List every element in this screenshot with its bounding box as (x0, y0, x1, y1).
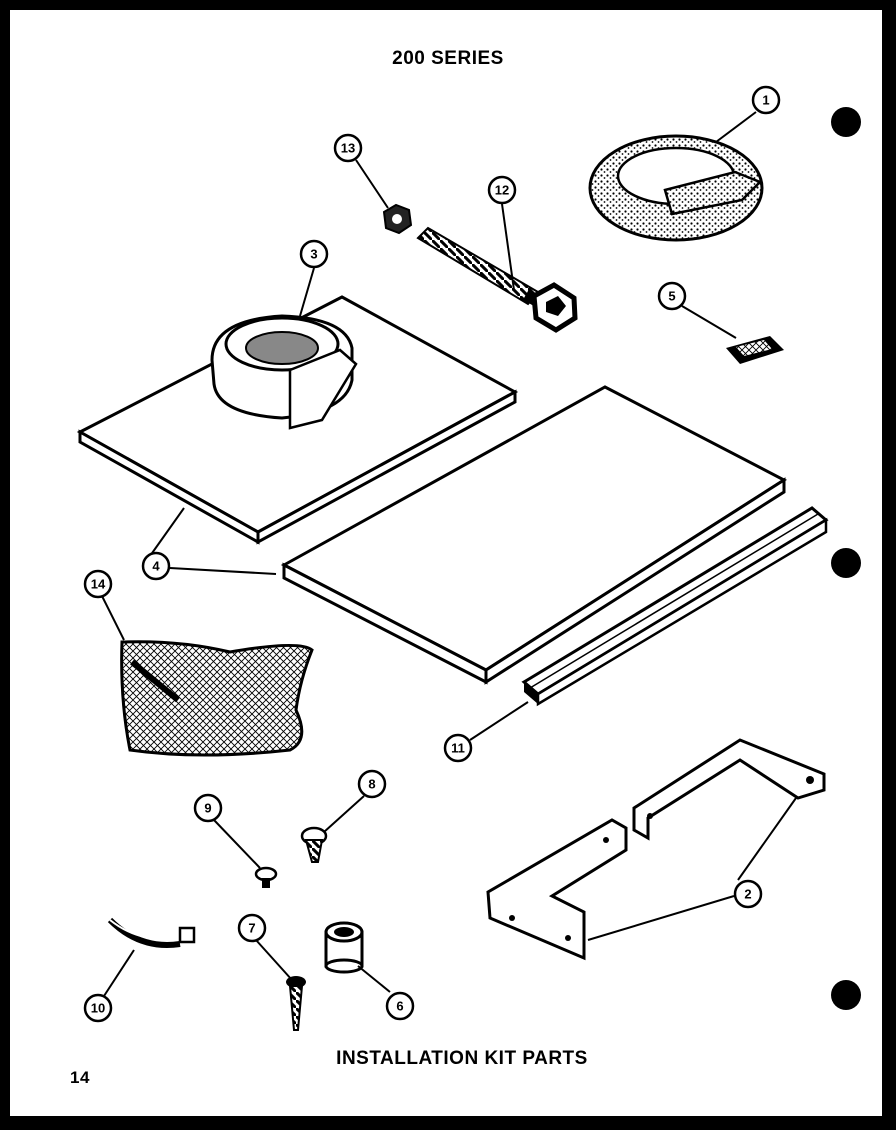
callout-label: 14 (91, 577, 106, 592)
callout-13: 13 (333, 133, 363, 163)
part-hex-nut (382, 203, 413, 235)
callout-7: 7 (237, 913, 267, 943)
registration-dot-bottom (831, 980, 861, 1010)
part-foam-seal-coil (210, 314, 358, 430)
callout-label: 3 (310, 247, 317, 262)
callout-label: 12 (495, 183, 509, 198)
callout-label: 13 (341, 141, 355, 156)
part-mesh-bag (120, 640, 314, 757)
part-spacer-sleeve (324, 921, 364, 974)
callout-11: 11 (443, 733, 473, 763)
callout-label: 7 (248, 921, 255, 936)
callout-9: 9 (193, 793, 223, 823)
registration-dot-top (831, 107, 861, 137)
callout-6: 6 (385, 991, 415, 1021)
part-bolt (416, 226, 578, 333)
part-filler-panel-right (280, 385, 787, 685)
part-foam-seal-roll (588, 134, 764, 242)
callout-5: 5 (657, 281, 687, 311)
callout-4: 4 (141, 551, 171, 581)
part-wood-screw (286, 976, 306, 1031)
callout-label: 4 (152, 559, 160, 574)
callout-8: 8 (357, 769, 387, 799)
callout-label: 8 (368, 777, 375, 792)
part-screw-short (300, 826, 328, 863)
leader-lines (101, 111, 797, 997)
part-wire-clip (107, 917, 196, 948)
registration-dot-middle (831, 548, 861, 578)
series-title: 200 SERIES (392, 48, 504, 69)
callout-14: 14 (83, 569, 113, 599)
part-mounting-brackets (486, 738, 826, 961)
page-number: 14 (70, 1068, 90, 1087)
callout-12: 12 (487, 175, 517, 205)
diagram-caption: INSTALLATION KIT PARTS (336, 1048, 588, 1069)
callout-1: 1 (751, 85, 781, 115)
callout-label: 2 (744, 887, 751, 902)
callout-label: 11 (451, 741, 465, 756)
callout-label: 5 (668, 289, 675, 304)
callout-3: 3 (299, 239, 329, 269)
part-channel-strip (521, 506, 829, 707)
callout-label: 10 (91, 1001, 105, 1016)
callout-10: 10 (83, 993, 113, 1023)
part-filler-panel-left (76, 295, 519, 545)
callout-label: 1 (762, 93, 769, 108)
part-rivet (254, 866, 278, 888)
callout-label: 6 (396, 999, 403, 1014)
callout-label: 9 (204, 801, 211, 816)
callout-2: 2 (733, 879, 763, 909)
part-small-pad (726, 336, 784, 364)
